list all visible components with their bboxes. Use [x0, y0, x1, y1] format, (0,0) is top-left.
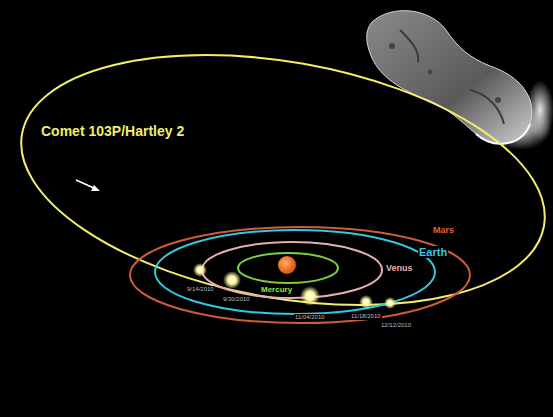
- planet-label: Venus: [385, 264, 414, 274]
- comet-orbit: [2, 18, 553, 342]
- direction-arrow: [76, 180, 100, 191]
- planet-label: Mars: [432, 226, 455, 236]
- comet-name: Comet 103P/Hartley 2: [40, 124, 185, 139]
- date-label: 11/04/2010: [294, 314, 326, 321]
- date-label: 11/18/2010: [350, 313, 382, 320]
- date-label: 9/30/2010: [222, 296, 251, 303]
- comet-nucleus: [367, 11, 553, 150]
- planet-label: Earth: [418, 246, 448, 258]
- mars-orbit: [130, 227, 470, 323]
- venus-orbit: [202, 242, 382, 298]
- planet-label: Mercury: [260, 286, 293, 295]
- earth-orbit: [155, 230, 435, 314]
- mercury-orbit: [238, 253, 338, 283]
- date-label: 12/12/2010: [380, 322, 412, 329]
- sun: [278, 256, 296, 274]
- date-label: 9/14/2010: [186, 286, 215, 293]
- comet-positions: [193, 263, 396, 309]
